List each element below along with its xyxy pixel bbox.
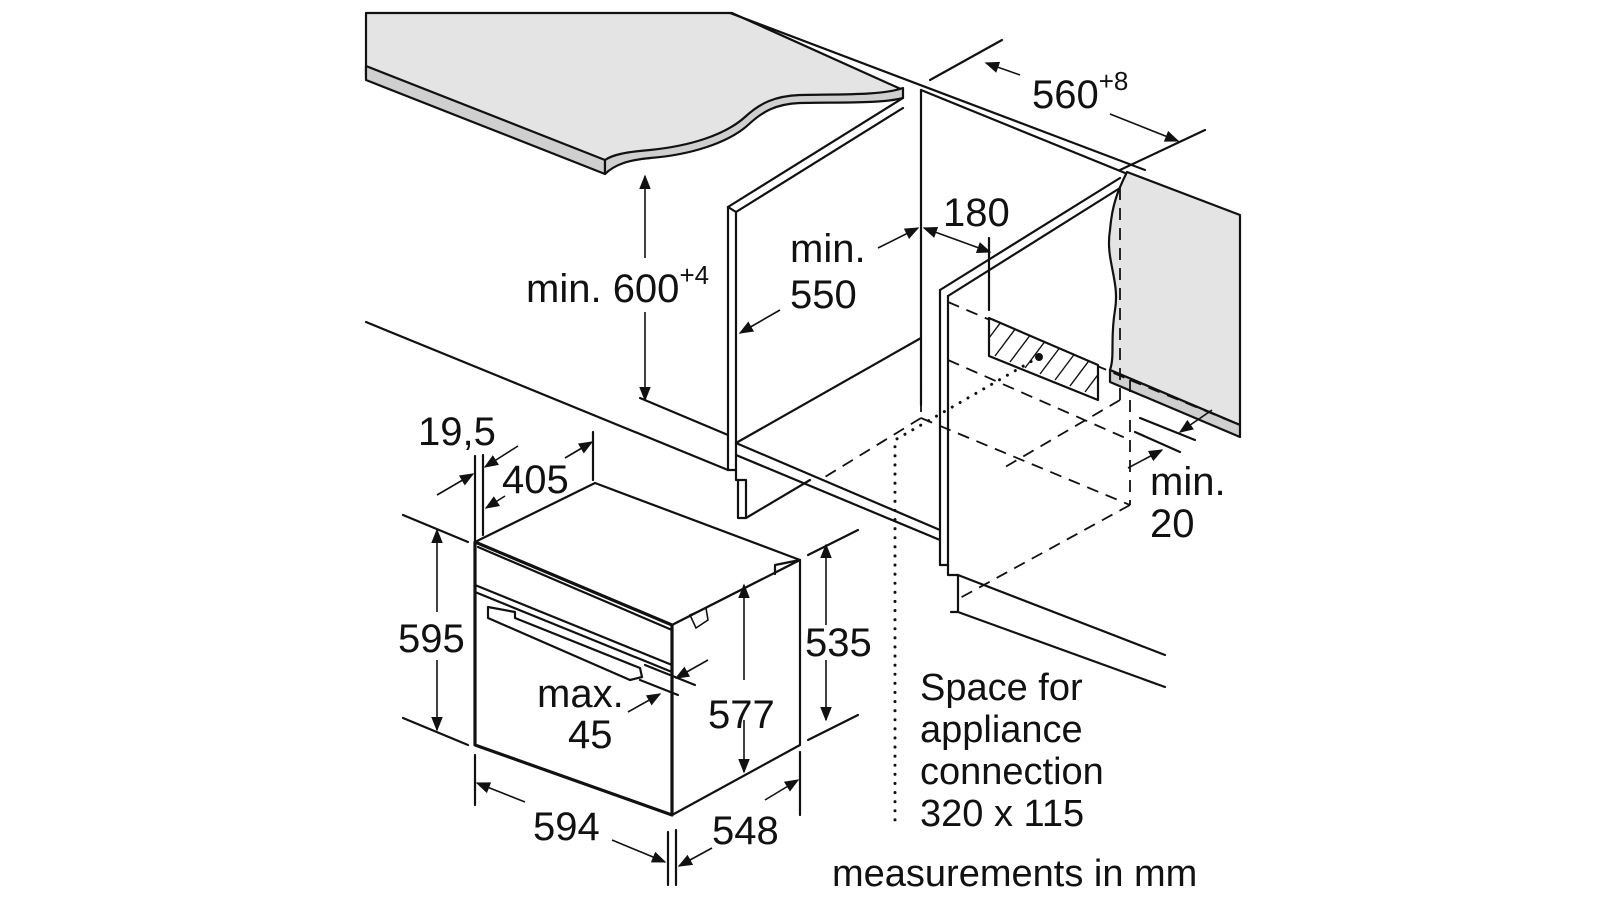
label-rear-gap-line1: min. [1150,460,1226,504]
oven [473,481,802,817]
label-oven-height: 595 [398,617,465,661]
label-front-frame-thickness: 19,5 [418,410,496,454]
label-frame-offset: 405 [502,458,569,502]
label-oven-depth: 548 [712,809,779,853]
niche-left-cabinet [364,88,942,542]
label-oven-width: 594 [533,805,600,849]
countertop [364,11,905,176]
niche-right-cabinet [728,11,1242,822]
units-note: measurements in mm [832,853,1197,895]
connection-space-note: Space for appliance connection 320 x 115 [920,667,1104,835]
connection-note-line1: Space for [920,667,1083,709]
dimension-lines [401,38,1213,887]
label-body-height: 535 [805,621,872,665]
label-door-protrusion-line1: max. [537,672,624,716]
label-door-protrusion-line2: 45 [568,713,613,757]
label-connection-offset: 180 [943,191,1010,235]
label-niche-width: 560+8 [1032,66,1128,117]
label-housing-height: 577 [708,693,775,737]
label-niche-depth-line1: min. [790,227,866,271]
label-niche-height: min. 600+4 [526,260,709,311]
connection-note-line2: appliance [920,709,1083,751]
connection-note-line4: 320 x 115 [920,793,1084,835]
label-niche-depth-line2: 550 [790,273,857,317]
connection-note-line3: connection [920,751,1104,793]
connection-box-hatched [987,316,1100,402]
label-rear-gap-line2: 20 [1150,502,1195,546]
